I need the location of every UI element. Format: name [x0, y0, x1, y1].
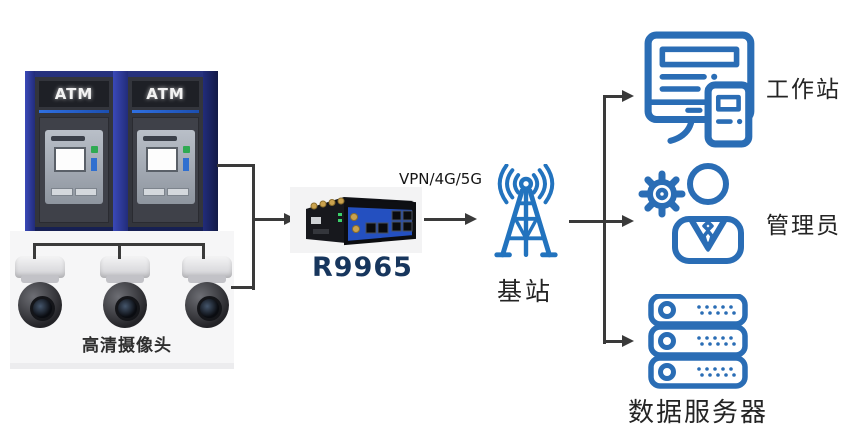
bts-branch-line	[569, 220, 623, 223]
camera-drop-line	[33, 243, 36, 259]
camera-drop-line	[118, 243, 121, 259]
base-station-label: 基站	[497, 277, 554, 306]
receipt-slot	[142, 136, 177, 141]
camera-drop-line	[202, 243, 205, 259]
gear-icon	[638, 170, 686, 218]
receipt-slot	[51, 136, 85, 141]
atm-photo: ATM ATM	[25, 71, 218, 232]
camera-neck	[188, 275, 226, 283]
camera-connector-line	[231, 286, 253, 289]
atm-unit: ATM	[128, 77, 203, 227]
trunk-line-left	[252, 164, 255, 290]
workstation-label: 工作站	[766, 77, 841, 103]
administrator-label: 管理员	[766, 213, 841, 239]
atm-panel	[39, 117, 109, 223]
person-icon	[672, 163, 744, 264]
atm-connector-line	[217, 164, 253, 167]
keypad	[51, 188, 73, 196]
camera-neck	[21, 275, 59, 283]
camera-neck	[106, 275, 144, 283]
atm-pillar	[113, 71, 128, 232]
cameras-label: 高清摄像头	[82, 336, 172, 356]
arrowhead-to-admin	[622, 215, 634, 227]
arrowhead-to-bts	[465, 213, 477, 225]
router-model-label: R9965	[312, 252, 413, 283]
atm-terminal	[136, 130, 195, 204]
bts-arrow-line	[424, 218, 467, 221]
indicator	[91, 146, 98, 153]
dome-camera	[97, 256, 153, 334]
atm-unit: ATM	[35, 77, 113, 227]
dome-camera	[12, 256, 68, 334]
atm-pillar	[25, 71, 35, 232]
atm-terminal	[45, 130, 103, 204]
atm-pillar	[203, 71, 218, 232]
branch-trunk-line	[603, 95, 606, 344]
administrator-icon	[638, 163, 744, 264]
arrowhead-to-workstation	[622, 90, 634, 102]
camera-lens	[30, 296, 55, 321]
server-stack-icon	[648, 294, 748, 389]
atm-screen	[54, 147, 86, 172]
atm-led-strip	[39, 110, 109, 113]
card-slot	[91, 158, 97, 171]
dome-camera	[179, 256, 235, 334]
uplink-label: VPN/4G/5G	[399, 170, 482, 188]
camera-lens	[197, 296, 222, 321]
camera-photo	[10, 231, 234, 369]
keypad	[166, 188, 189, 196]
atm-led-strip	[132, 110, 199, 113]
router-arrow-line	[253, 218, 286, 221]
atm-panel	[132, 117, 199, 223]
data-server-label: 数据服务器	[628, 398, 769, 428]
workstation-icon	[644, 31, 755, 148]
atm-sign: ATM	[39, 81, 109, 107]
atm-sign: ATM	[132, 81, 199, 107]
camera-dome	[185, 282, 229, 328]
atm-screen	[145, 147, 178, 172]
arrowhead-to-server	[622, 335, 634, 347]
camera-base	[182, 256, 232, 278]
keypad	[75, 188, 97, 196]
card-slot	[182, 158, 189, 171]
workstation-branch-line	[604, 95, 624, 98]
indicator	[182, 146, 190, 153]
router-photo	[290, 187, 422, 253]
cell-tower-icon	[494, 164, 558, 258]
camera-dome	[103, 282, 147, 328]
keypad	[142, 188, 165, 196]
server-branch-line	[604, 340, 624, 343]
camera-base	[100, 256, 150, 278]
router-device	[306, 197, 416, 246]
camera-lens	[115, 296, 140, 321]
camera-dome	[18, 282, 62, 328]
camera-base	[15, 256, 65, 278]
